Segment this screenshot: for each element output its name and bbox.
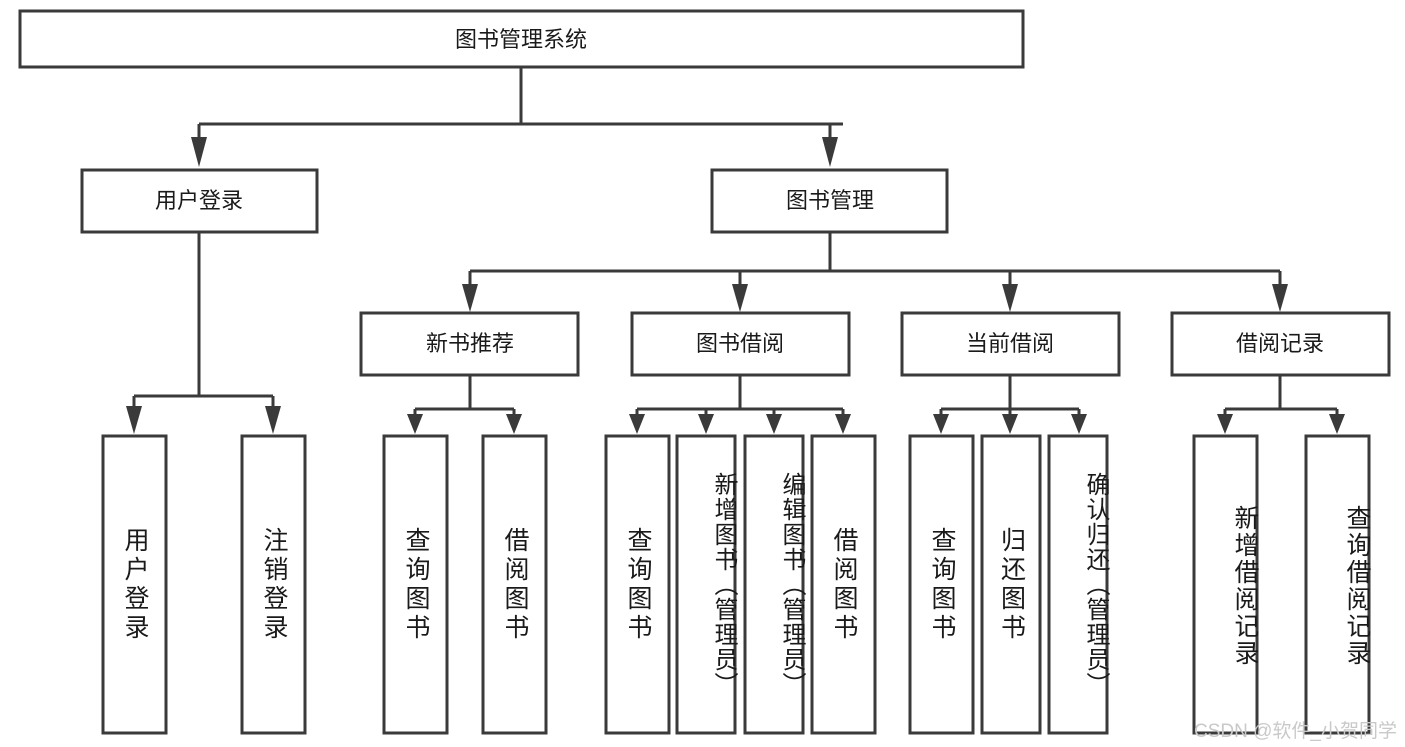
node-borrow-record[interactable]: 借阅记录 [1170, 311, 1391, 377]
node-book-borrow-label: 图书借阅 [696, 331, 784, 356]
node-borrow-record-label: 借阅记录 [1236, 331, 1324, 356]
connector-bookmgmt-to-level3 [462, 232, 1288, 312]
node-user-login-label: 用户登录 [155, 188, 243, 213]
arrow-down-icon [462, 284, 478, 312]
arrow-down-icon [766, 414, 782, 434]
connector-bookborrow-to-leaves [629, 375, 851, 434]
arrow-down-icon [506, 414, 522, 434]
leaf-query-book-3-box[interactable] [908, 434, 975, 735]
arrow-down-icon [1272, 284, 1288, 312]
leaf-logout-login-box[interactable] [240, 434, 307, 735]
leaf-return-book-box[interactable] [980, 434, 1042, 735]
node-new-book-recommend[interactable]: 新书推荐 [359, 311, 580, 377]
node-current-borrow-box[interactable] [900, 311, 1121, 377]
arrow-down-icon [126, 406, 142, 434]
leaf-query-record-box[interactable] [1304, 434, 1371, 735]
csdn-watermark: CSDN @软件_小贺同学 [1194, 721, 1397, 742]
node-root[interactable]: 图书管理系统 [18, 9, 1025, 69]
arrow-down-icon [1002, 284, 1018, 312]
arrow-down-icon [629, 414, 645, 434]
leaf-user-login-box[interactable] [101, 434, 168, 735]
leaf-confirm-return-box[interactable] [1047, 434, 1109, 735]
arrow-down-icon [407, 414, 423, 434]
leaf-query-book-1-box[interactable] [382, 434, 449, 735]
connector-root-to-level2 [191, 67, 843, 167]
node-user-login[interactable]: 用户登录 [80, 168, 319, 234]
arrow-down-icon [835, 414, 851, 434]
connector-borrowrecord-to-leaves [1217, 375, 1345, 434]
arrow-down-icon [191, 137, 207, 167]
node-book-management[interactable]: 图书管理 [710, 168, 949, 234]
arrow-down-icon [698, 414, 714, 434]
node-new-book-recommend-label: 新书推荐 [426, 331, 514, 356]
node-root-label: 图书管理系统 [455, 27, 587, 52]
leaf-add-record-box[interactable] [1192, 434, 1259, 735]
leaf-edit-book-box[interactable] [743, 434, 805, 735]
node-user-login-box[interactable] [80, 168, 319, 234]
node-root-box[interactable] [18, 9, 1025, 69]
leaf-add-book-box[interactable] [675, 434, 737, 735]
arrow-down-icon [1217, 414, 1233, 434]
leaf-borrow-book-1-box[interactable] [481, 434, 548, 735]
arrow-down-icon [265, 406, 281, 434]
node-current-borrow[interactable]: 当前借阅 [900, 311, 1121, 377]
connector-newbook-to-leaves [407, 375, 522, 434]
connector-userlogin-to-leaves [126, 232, 281, 434]
arrow-down-icon [822, 137, 838, 167]
node-current-borrow-label: 当前借阅 [966, 331, 1054, 356]
leaf-query-book-2-box[interactable] [604, 434, 671, 735]
arrow-down-icon [1071, 414, 1087, 434]
arrow-down-icon [933, 414, 949, 434]
arrow-down-icon [732, 284, 748, 312]
connector-currentborrow-to-leaves [933, 375, 1087, 434]
arrow-down-icon [1329, 414, 1345, 434]
node-new-book-recommend-box[interactable] [359, 311, 580, 377]
node-book-borrow[interactable]: 图书借阅 [630, 311, 851, 377]
arrow-down-icon [1002, 414, 1018, 434]
leaf-borrow-book-2-box[interactable] [810, 434, 877, 735]
node-book-management-label: 图书管理 [786, 188, 874, 213]
